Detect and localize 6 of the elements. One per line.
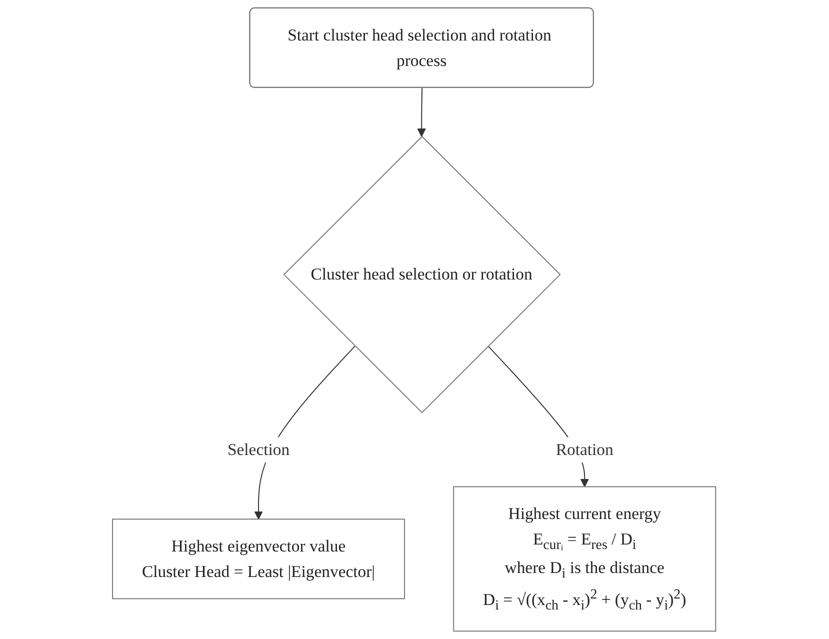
- node-box: Highest eigenvector value Cluster Head = Least |Eigenvector|: [112, 518, 406, 600]
- node-diamond: Cluster head selection or rotation: [284, 136, 562, 414]
- edge-label: Rotation: [556, 440, 614, 459]
- node-box: Highest current energy E$_{curᵢ}$ = E$_{res}$ / D$_{i}$ where D$_{i}$ is the distance D$_{i}$ = √((x$_{ch}$ - x$_{i}$)$^{2}$ + (y$_{ch}$ - y$_{i}$)$^{2}$): [454, 486, 717, 632]
- arrow: [418, 87, 426, 137]
- edge-label: Selection: [228, 440, 290, 459]
